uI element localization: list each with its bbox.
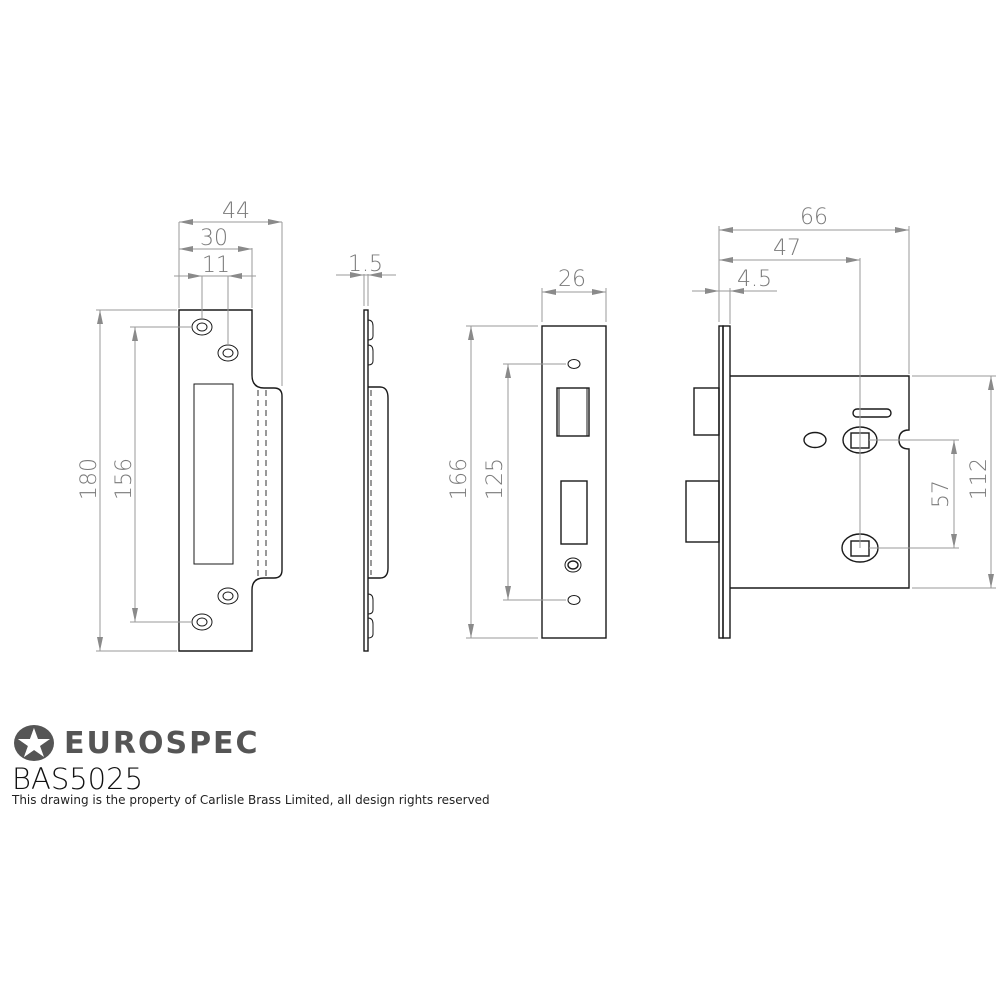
screw-hole-icon — [191, 613, 213, 631]
dim-case-depth: 66 — [800, 205, 828, 230]
product-code: BAS5025 — [12, 762, 144, 796]
dim-strike-width-overall: 44 — [222, 199, 250, 224]
dim-strike-width-plate: 30 — [200, 226, 228, 251]
forend-front-view: 26 166 125 — [447, 267, 607, 639]
strike-plate-front-view: 44 30 11 180 156 — [77, 199, 283, 652]
dim-case-height: 112 — [967, 458, 992, 500]
screw-hole-icon — [191, 318, 213, 336]
brand-logo: EUROSPEC — [12, 723, 260, 763]
strike-plate-side-view: 1.5 — [336, 252, 396, 652]
screw-hole-icon — [217, 587, 239, 605]
dim-strike-hole-spacing-y: 156 — [112, 458, 137, 500]
dim-spindle-centres: 57 — [929, 480, 954, 508]
dim-strike-thickness: 1.5 — [348, 252, 383, 277]
screw-hole-icon — [567, 595, 581, 605]
dim-forend-fixing-centres: 125 — [483, 458, 508, 500]
dim-backset: 47 — [773, 236, 801, 261]
screw-hole-icon — [217, 344, 239, 362]
dim-forend-height: 166 — [447, 458, 472, 500]
dim-strike-hole-spacing-x: 11 — [202, 253, 230, 278]
copyright-notice: This drawing is the property of Carlisle… — [12, 793, 490, 807]
star-in-circle-icon — [14, 725, 54, 761]
dim-strike-height-overall: 180 — [77, 458, 102, 500]
brand-name: EUROSPEC — [64, 725, 260, 761]
screw-hole-icon — [567, 359, 581, 369]
dim-forend-thickness: 4.5 — [737, 267, 772, 292]
lock-body-side-view: 66 47 4.5 57 112 — [685, 205, 996, 639]
dim-forend-width: 26 — [558, 267, 586, 292]
